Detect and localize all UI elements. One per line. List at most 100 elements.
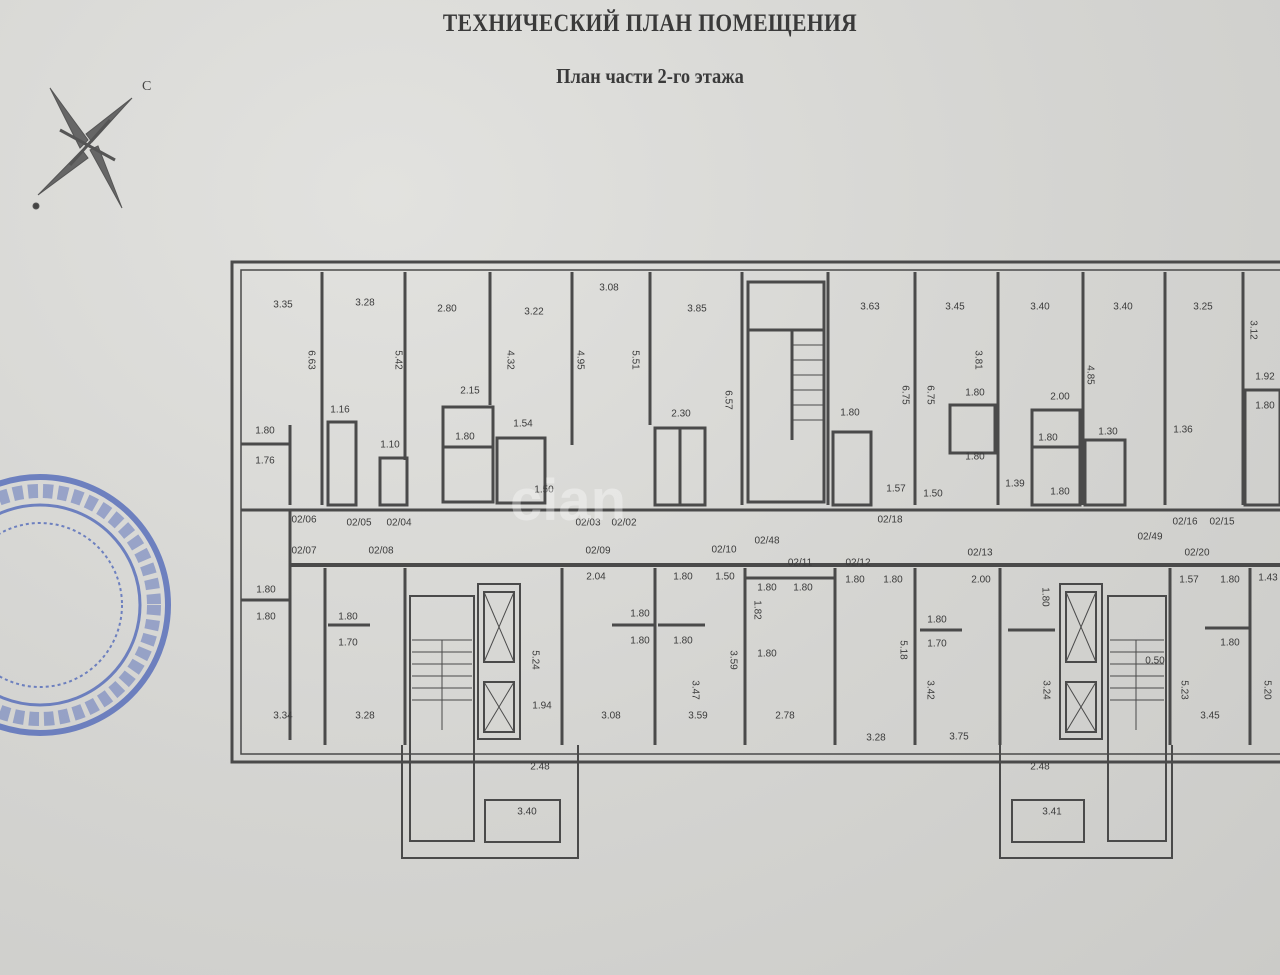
room-number-label: 02/11 — [788, 558, 813, 569]
dimension-label: 1.80 — [757, 583, 777, 594]
dimension-label: 3.40 — [1113, 302, 1133, 313]
dimension-label: 1.57 — [1179, 575, 1199, 586]
document-subtitle: План части 2-го этажа — [556, 64, 744, 88]
dimension-label: 3.47 — [689, 680, 700, 700]
dimension-label: 3.45 — [945, 302, 965, 313]
dimension-label: 2.48 — [530, 762, 550, 773]
dimension-label: 2.78 — [775, 711, 795, 722]
dimension-label: 5.23 — [1178, 680, 1189, 700]
dimension-label: 1.94 — [532, 701, 552, 712]
dimension-label: 1.10 — [380, 440, 400, 451]
room-number-label: 02/13 — [967, 548, 992, 559]
dimension-label: 3.41 — [1042, 807, 1062, 818]
building-walls — [230, 260, 1280, 859]
dimension-label: 1.80 — [845, 575, 865, 586]
dimension-label: 1.80 — [673, 572, 693, 583]
dimension-label: 3.63 — [860, 302, 880, 313]
dimension-label: 1.80 — [673, 636, 693, 647]
dimension-label: 6.57 — [722, 390, 733, 410]
dimension-label: 5.24 — [529, 650, 540, 670]
dimension-label: 0.50 — [1145, 656, 1165, 667]
room-number-label: 02/12 — [845, 558, 870, 569]
dimension-label: 2.00 — [971, 575, 991, 586]
dimension-label: 1.80 — [630, 609, 650, 620]
dimension-label: 3.35 — [273, 300, 293, 311]
dimension-label: 1.80 — [1038, 433, 1058, 444]
dimension-label: 1.80 — [256, 585, 276, 596]
dimension-label: 3.40 — [1030, 302, 1050, 313]
dimension-label: 3.24 — [1040, 680, 1051, 700]
dimension-label: 1.80 — [1050, 487, 1070, 498]
dimension-label: 4.85 — [1084, 365, 1095, 385]
dimension-label: 3.22 — [524, 307, 544, 318]
dimension-label: 3.42 — [924, 680, 935, 700]
dimension-label: 3.45 — [1200, 711, 1220, 722]
dimension-label: 1.80 — [965, 388, 985, 399]
dimension-label: 1.80 — [757, 649, 777, 660]
dimension-label: 1.80 — [793, 583, 813, 594]
dimension-label: 1.82 — [751, 600, 762, 620]
dimension-label: 5.42 — [392, 350, 403, 370]
room-number-label: 02/03 — [575, 518, 600, 529]
room-number-label: 02/08 — [368, 546, 393, 557]
dimension-label: 1.80 — [255, 426, 275, 437]
dimension-label: 1.80 — [1255, 401, 1275, 412]
room-number-label: 02/48 — [754, 536, 779, 547]
dimension-label: 3.40 — [517, 807, 537, 818]
dimension-label: 1.80 — [927, 615, 947, 626]
dimension-label: 3.85 — [687, 304, 707, 315]
dimension-label: 1.80 — [256, 612, 276, 623]
room-number-label: 02/02 — [611, 518, 636, 529]
dimension-labels: 3.35 3.28 2.80 3.22 3.08 3.85 3.63 3.45 3.40 3.40… — [255, 283, 1278, 818]
dimension-label: 1.70 — [927, 639, 947, 650]
dimension-label: 1.16 — [330, 405, 350, 416]
dimension-label: 1.80 — [840, 408, 860, 419]
dimension-label: 5.18 — [897, 640, 908, 660]
dimension-label: 6.63 — [305, 350, 316, 370]
dimension-label: 1.30 — [1098, 427, 1118, 438]
dimension-label: 3.59 — [688, 711, 708, 722]
dimension-label: 1.43 — [1258, 573, 1278, 584]
dimension-label: 1.80 — [883, 575, 903, 586]
room-number-label: 02/20 — [1184, 548, 1209, 559]
dimension-label: 2.80 — [437, 304, 457, 315]
dimension-label: 3.28 — [355, 298, 375, 309]
dimension-label: 1.57 — [886, 484, 906, 495]
dimension-label: 3.08 — [601, 711, 621, 722]
dimension-label: 1.36 — [1173, 425, 1193, 436]
room-number-label: 02/10 — [711, 545, 736, 556]
dimension-label: 1.80 — [338, 612, 358, 623]
dimension-label: 1.54 — [513, 419, 533, 430]
dimension-label: 1.80 — [1039, 587, 1050, 607]
dimension-label: 3.28 — [866, 733, 886, 744]
room-number-label: 02/04 — [386, 518, 411, 529]
dimension-label: 1.80 — [965, 452, 985, 463]
dimension-label: 4.95 — [574, 350, 585, 370]
dimension-label: 3.75 — [949, 732, 969, 743]
room-number-label: 02/09 — [585, 546, 610, 557]
room-number-label: 02/05 — [346, 518, 371, 529]
dimension-label: 3.59 — [727, 650, 738, 670]
dimension-label: 1.80 — [630, 636, 650, 647]
dimension-label: 3.34 — [273, 711, 293, 722]
dimension-label: 3.25 — [1193, 302, 1213, 313]
dimension-label: 1.76 — [255, 456, 275, 467]
room-number-label: 02/15 — [1209, 517, 1234, 528]
watermark: cian — [510, 468, 626, 533]
dimension-label: 1.70 — [338, 638, 358, 649]
dimension-label: 1.80 — [1220, 638, 1240, 649]
dimension-label: 1.50 — [534, 485, 554, 496]
dimension-label: 1.39 — [1005, 479, 1025, 490]
room-number-label: 02/07 — [291, 546, 316, 557]
dimension-label: 2.30 — [671, 409, 691, 420]
dimension-label: 2.48 — [1030, 762, 1050, 773]
dimension-label: 2.00 — [1050, 392, 1070, 403]
dimension-label: 3.08 — [599, 283, 619, 294]
dimension-label: 3.28 — [355, 711, 375, 722]
dimension-label: 1.80 — [1220, 575, 1240, 586]
dimension-label: 3.12 — [1247, 320, 1258, 340]
dimension-label: 5.51 — [629, 350, 640, 370]
dimension-label: 1.50 — [715, 572, 735, 583]
dimension-label: 1.92 — [1255, 372, 1275, 383]
